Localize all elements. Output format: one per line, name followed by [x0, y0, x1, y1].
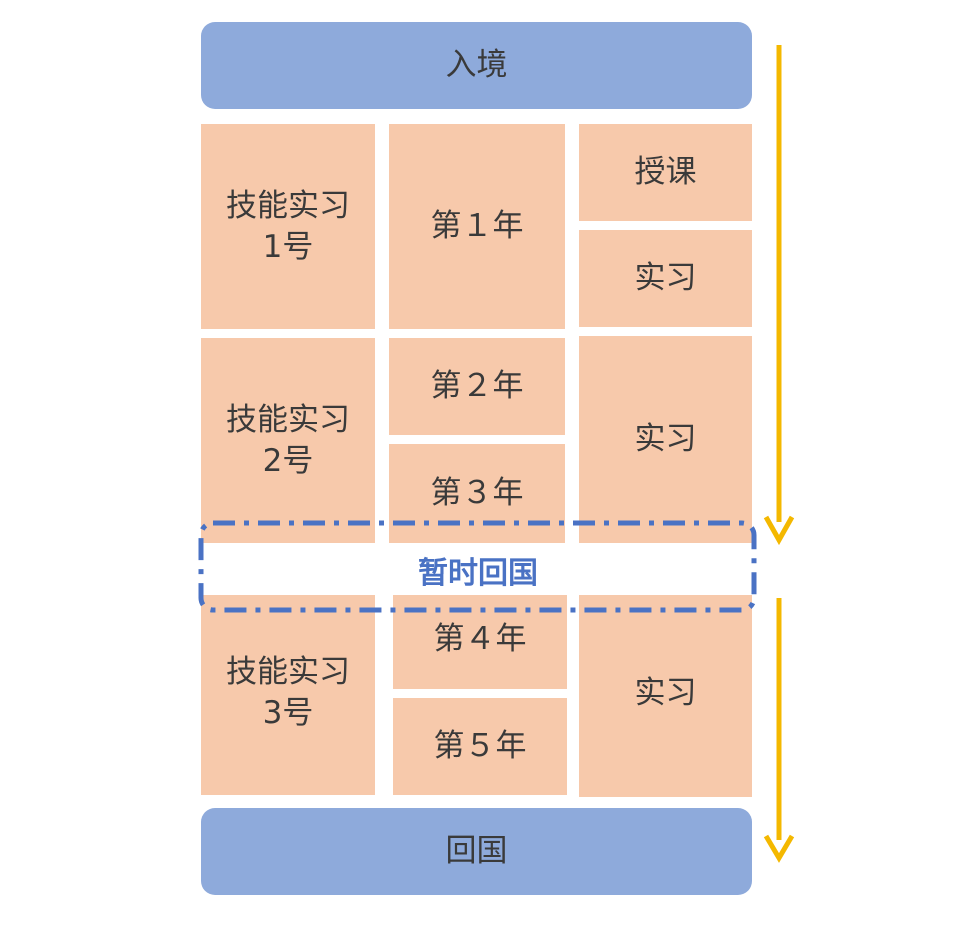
year-4-block: 第４年	[393, 590, 567, 689]
technical-internship-2-block: 技能实习 2号	[201, 338, 375, 543]
entry-stage: 入境	[201, 22, 752, 109]
practice-block-1: 实习	[579, 230, 752, 327]
temporary-return-dashed-frame	[198, 520, 757, 613]
return-label: 回国	[445, 833, 508, 870]
timeline-arrow-lower-head	[763, 834, 795, 863]
temporary-return-label: 暂时回国	[418, 556, 538, 591]
year-5-block: 第５年	[393, 698, 567, 795]
year-3-block: 第３年	[389, 444, 565, 543]
practice-block-2: 实习	[579, 336, 752, 543]
lecture-block: 授课	[579, 124, 752, 221]
timeline-arrow-upper-head	[763, 515, 795, 546]
year-1-block: 第１年	[389, 124, 565, 329]
return-stage: 回国	[201, 808, 752, 895]
year-2-block: 第２年	[389, 338, 565, 435]
practice-block-3: 实习	[579, 590, 752, 797]
technical-internship-3-block: 技能实习 3号	[201, 590, 375, 795]
technical-internship-1-block: 技能实习 1号	[201, 124, 375, 329]
temporary-return-band: 暂时回国	[200, 545, 756, 595]
entry-label: 入境	[445, 47, 508, 84]
